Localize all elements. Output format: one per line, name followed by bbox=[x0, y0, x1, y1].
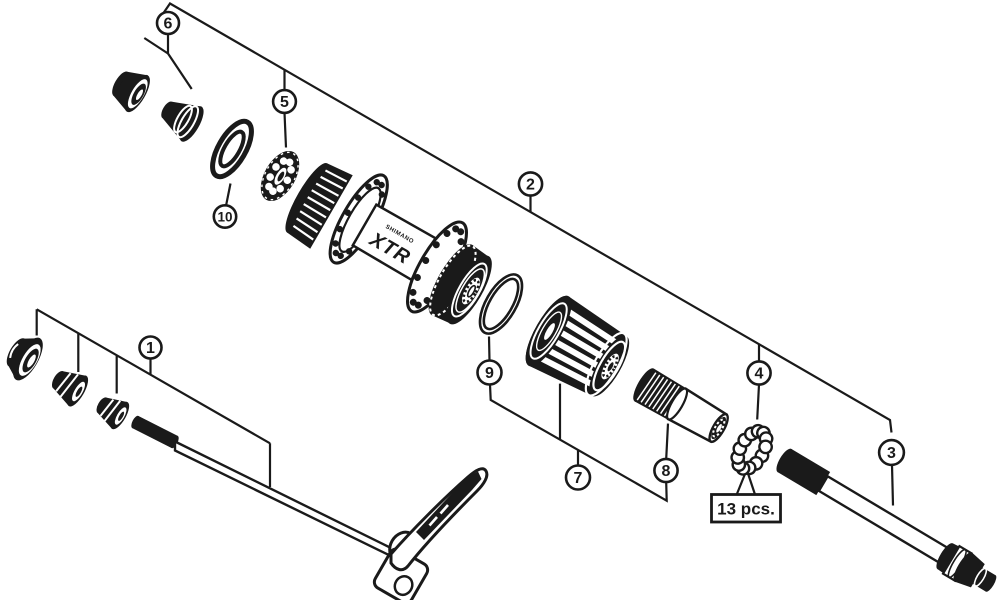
callout-1-label: 1 bbox=[146, 340, 155, 357]
callout-2-circle bbox=[517, 171, 544, 197]
freehub-body bbox=[525, 295, 630, 397]
note-13pcs-label: 13 pcs. bbox=[717, 500, 775, 519]
callout-6-circle bbox=[155, 10, 181, 36]
hub-spline-mount bbox=[285, 163, 353, 249]
callout-10-label: 10 bbox=[217, 210, 232, 225]
callout-5-circle bbox=[271, 88, 298, 115]
leader-callout6 bbox=[143, 34, 193, 90]
qr-spring-inner bbox=[96, 397, 130, 430]
callout-9-circle bbox=[476, 359, 503, 386]
spacer-sleeve bbox=[633, 368, 729, 444]
callout-7-label: 7 bbox=[574, 470, 583, 487]
axle bbox=[776, 448, 997, 592]
bearing-balls-ring bbox=[730, 423, 774, 476]
leader-callout5 bbox=[283, 69, 288, 148]
callout-7: 7 bbox=[564, 464, 592, 491]
callout-7-circle bbox=[564, 464, 592, 491]
callout-4: 4 bbox=[746, 360, 772, 386]
cone-locknut bbox=[161, 101, 204, 142]
callout-1: 1 bbox=[138, 335, 163, 360]
qr-spring-outer bbox=[51, 370, 89, 407]
callout-8-circle bbox=[653, 457, 679, 484]
hub-ratchet-ring bbox=[428, 244, 492, 325]
leader-callout4 bbox=[756, 344, 761, 420]
dust-seal-ring bbox=[210, 118, 254, 180]
leader-callout10 bbox=[224, 183, 232, 207]
leader-callout3 bbox=[890, 464, 895, 506]
callout-8-label: 8 bbox=[662, 463, 671, 480]
callout-3-circle bbox=[877, 438, 906, 467]
qr-rod-shaft bbox=[173, 439, 399, 562]
leader-main-line bbox=[162, 2, 893, 433]
callout-9: 9 bbox=[476, 359, 503, 386]
callout-2: 2 bbox=[517, 171, 544, 197]
callout-2-label: 2 bbox=[526, 177, 535, 194]
lock-ring-balls bbox=[265, 157, 295, 196]
qr-nut bbox=[6, 337, 43, 381]
note-13pcs-box bbox=[710, 493, 782, 524]
hub-shell: SHIMANO XTR bbox=[285, 163, 492, 325]
callout-4-label: 4 bbox=[755, 366, 764, 383]
o-ring-seal bbox=[478, 273, 524, 335]
callout-6-label: 6 bbox=[164, 16, 173, 33]
leader-callout1 bbox=[35, 308, 272, 487]
callout-4-circle bbox=[746, 360, 772, 386]
leader-lines bbox=[35, 2, 895, 506]
callout-8: 8 bbox=[653, 457, 679, 484]
qr-lever-blade bbox=[389, 467, 489, 572]
callouts: 1 2 3 4 5 6 7 8 bbox=[138, 10, 906, 524]
callout-5-label: 5 bbox=[280, 94, 289, 111]
end-cap bbox=[112, 71, 150, 113]
note-13pcs: 13 pcs. bbox=[710, 493, 782, 524]
lock-ring bbox=[260, 150, 300, 202]
qr-rod-threads bbox=[131, 415, 179, 449]
leader-callouts-9-7-8 bbox=[487, 336, 670, 503]
callout-1-circle bbox=[138, 335, 163, 360]
callout-3-label: 3 bbox=[887, 445, 896, 462]
callout-3: 3 bbox=[877, 438, 906, 467]
leader-13pcs-wedge bbox=[735, 473, 757, 495]
callout-6: 6 bbox=[155, 10, 181, 36]
callout-5: 5 bbox=[271, 88, 298, 115]
callout-10: 10 bbox=[212, 204, 238, 230]
callout-10-circle bbox=[212, 204, 238, 230]
hub-barrel: SHIMANO XTR bbox=[351, 202, 438, 282]
quick-release-skewer bbox=[6, 337, 489, 600]
callout-9-label: 9 bbox=[485, 365, 494, 382]
